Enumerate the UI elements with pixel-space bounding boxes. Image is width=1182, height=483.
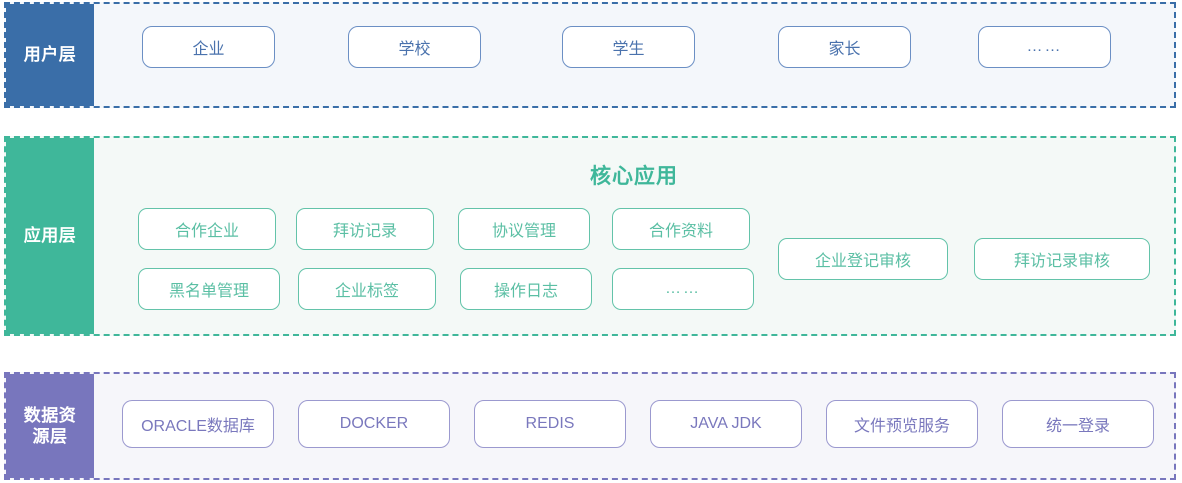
layer-app: 应用层 核心应用 合作企业 拜访记录 协议管理 合作资料 黑名单管理 企业标签 [4,136,1176,336]
node-user-more[interactable]: …… [978,26,1111,68]
node-app-enterprise-tag[interactable]: 企业标签 [298,268,436,310]
node-app-agreement-management-label: 协议管理 [491,223,556,240]
layer-user-body: 企业 学校 学生 家长 …… [94,4,1174,106]
node-data-java-jdk-label: JAVA JDK [690,415,762,432]
layer-data-label: 数据资 源层 [6,374,94,478]
node-app-operation-log-label: 操作日志 [493,283,558,300]
node-user-student-label: 学生 [612,41,645,58]
node-app-more-label: …… [665,280,701,297]
node-app-agreement-management[interactable]: 协议管理 [458,208,590,250]
node-app-enterprise-registration-audit[interactable]: 企业登记审核 [778,238,948,280]
node-app-blacklist-management-label: 黑名单管理 [168,283,249,300]
node-data-redis[interactable]: REDIS [474,400,626,448]
node-app-partner-enterprise-label: 合作企业 [174,223,239,240]
node-user-school-label: 学校 [398,41,431,58]
node-app-partner-enterprise[interactable]: 合作企业 [138,208,276,250]
node-app-visit-record-audit[interactable]: 拜访记录审核 [974,238,1150,280]
node-app-blacklist-management[interactable]: 黑名单管理 [138,268,280,310]
node-data-unified-login[interactable]: 统一登录 [1002,400,1154,448]
node-user-enterprise[interactable]: 企业 [142,26,275,68]
node-app-visit-record[interactable]: 拜访记录 [296,208,434,250]
core-application-title: 核心应用 [590,165,678,188]
node-user-student[interactable]: 学生 [562,26,695,68]
node-user-school[interactable]: 学校 [348,26,481,68]
node-data-java-jdk[interactable]: JAVA JDK [650,400,802,448]
node-data-docker[interactable]: DOCKER [298,400,450,448]
node-user-more-label: …… [1026,38,1063,55]
node-app-more[interactable]: …… [612,268,754,310]
node-data-oracle-database-label: ORACLE数据库 [141,418,255,435]
layer-data-label-line1: 数据资 [23,405,77,425]
layer-user-label: 用户层 [6,4,94,106]
node-user-parent[interactable]: 家长 [778,26,911,68]
layer-data: 数据资 源层 ORACLE数据库 DOCKER REDIS JAVA JDK 文… [4,372,1176,480]
node-data-file-preview-service-label: 文件预览服务 [853,418,950,435]
node-data-redis-label: REDIS [525,415,575,432]
node-app-operation-log[interactable]: 操作日志 [460,268,592,310]
layer-user: 用户层 企业 学校 学生 家长 …… [4,2,1176,108]
node-app-enterprise-registration-audit-label: 企业登记审核 [814,253,911,270]
node-data-oracle-database[interactable]: ORACLE数据库 [122,400,274,448]
node-user-enterprise-label: 企业 [192,41,225,58]
layer-data-body: ORACLE数据库 DOCKER REDIS JAVA JDK 文件预览服务 统… [94,374,1174,478]
node-data-file-preview-service[interactable]: 文件预览服务 [826,400,978,448]
layer-app-body: 核心应用 合作企业 拜访记录 协议管理 合作资料 黑名单管理 企业标签 操 [94,138,1174,334]
node-app-partner-materials[interactable]: 合作资料 [612,208,750,250]
node-app-partner-materials-label: 合作资料 [648,223,713,240]
node-user-parent-label: 家长 [828,41,861,58]
node-app-visit-record-audit-label: 拜访记录审核 [1013,253,1110,270]
layer-data-label-line2: 源层 [32,427,68,446]
layer-app-label: 应用层 [6,138,94,334]
node-data-docker-label: DOCKER [339,415,409,432]
node-app-visit-record-label: 拜访记录 [332,223,397,240]
node-data-unified-login-label: 统一登录 [1045,418,1110,435]
node-app-enterprise-tag-label: 企业标签 [334,283,399,300]
